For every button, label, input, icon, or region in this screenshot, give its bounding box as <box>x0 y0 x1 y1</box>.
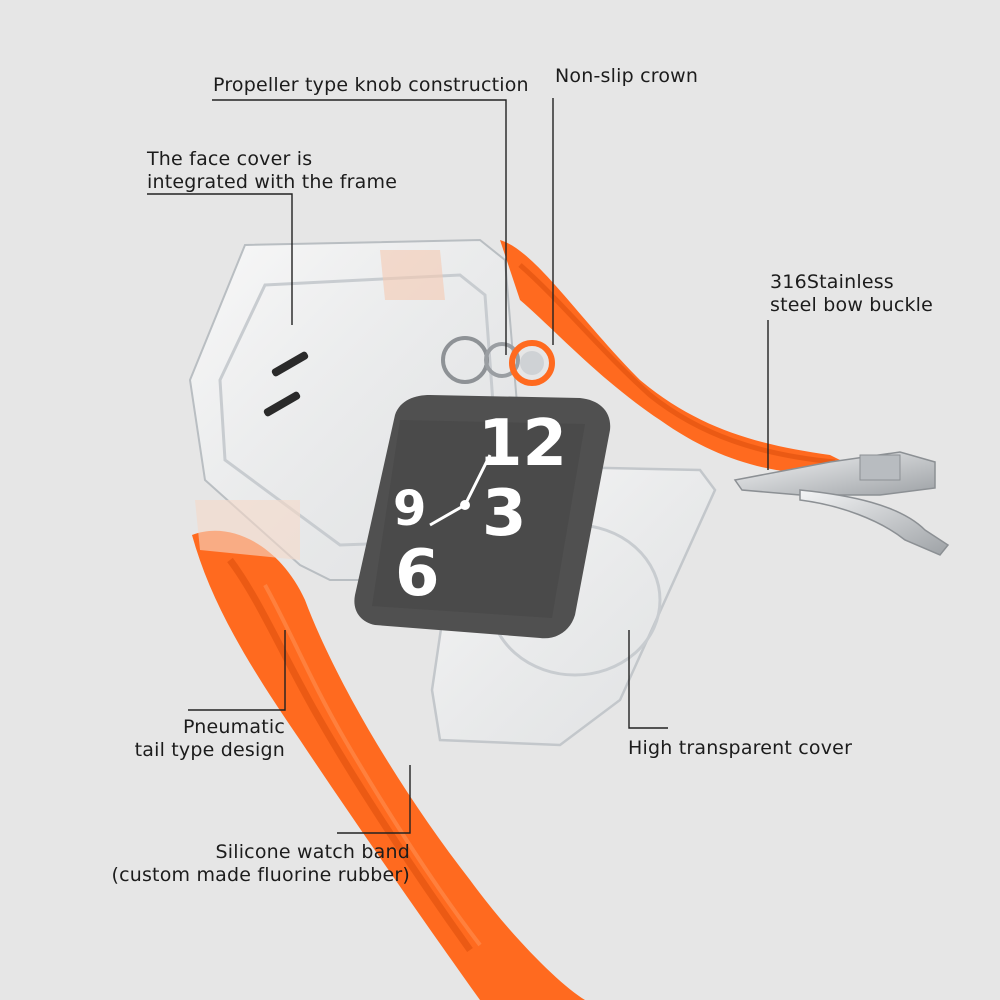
callout-pneumatic-line1: Pneumatic <box>182 716 285 738</box>
silicone-band-upper <box>500 240 860 474</box>
leader-propeller <box>212 99 507 355</box>
leader-pneumatic <box>188 630 286 711</box>
leader-band <box>337 765 411 834</box>
watch-module <box>354 395 611 639</box>
dial-12: 12 <box>478 407 567 481</box>
callout-buckle-line1: 316Stainless <box>770 271 894 293</box>
callout-band-line1: Silicone watch band <box>215 841 410 863</box>
leader-lines <box>147 98 769 834</box>
steel-buckle <box>733 451 950 556</box>
callout-band-line2: (custom made fluorine rubber) <box>111 864 410 886</box>
callout-face-cover: The face cover is integrated with the fr… <box>147 148 397 194</box>
callout-buckle-line2: steel bow buckle <box>770 294 934 316</box>
crown <box>509 340 555 386</box>
callout-pneumatic-line2: tail type design <box>134 739 285 761</box>
dial-6: 6 <box>395 537 440 611</box>
leader-face-cover <box>147 193 293 325</box>
callout-face-cover-line2: integrated with the frame <box>147 171 398 193</box>
leader-transparent-cover <box>628 630 668 729</box>
dial-9: 9 <box>393 481 426 537</box>
callout-band: Silicone watch band (custom made fluorin… <box>90 841 410 887</box>
callout-pneumatic: Pneumatic tail type design <box>130 716 285 762</box>
callout-buckle: 316Stainless steel bow buckle <box>770 271 933 317</box>
dial-3: 3 <box>482 477 527 551</box>
callout-face-cover-line1: The face cover is <box>147 148 313 170</box>
callout-transparent-cover: High transparent cover <box>628 737 853 759</box>
silicone-band-lower <box>192 530 585 1000</box>
callout-propeller: Propeller type knob construction <box>213 74 529 96</box>
callout-crown: Non-slip crown <box>555 65 699 87</box>
